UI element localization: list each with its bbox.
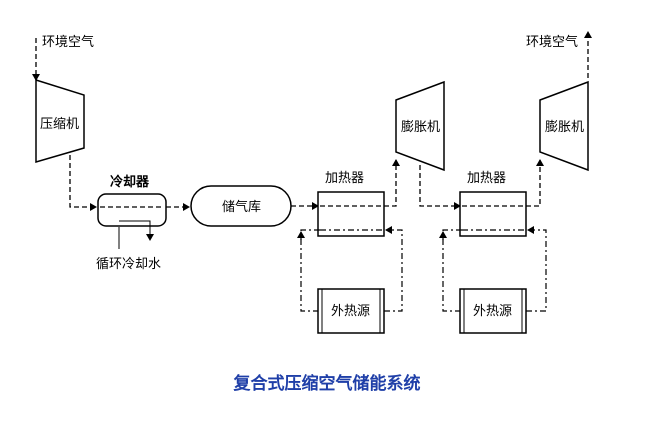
expander1-label: 膨胀机 (401, 120, 440, 135)
compressor-label: 压缩机 (40, 116, 79, 132)
expander2 (539, 80, 589, 172)
heat-source1-return-line (300, 229, 320, 312)
storage-label: 储气库 (222, 199, 261, 215)
diagram-title: 复合式压缩空气储能系统 (233, 373, 421, 394)
heat-source2-supply-line (526, 226, 547, 312)
expander1-to-heater2-line (419, 165, 461, 210)
ambient-air-out-label: 环境空气 (526, 34, 578, 50)
heater1 (317, 191, 385, 237)
heat-source1 (317, 288, 385, 334)
heater2-label: 加热器 (467, 171, 506, 186)
heat-source2-return-line (442, 229, 462, 312)
expander2-label: 膨胀机 (545, 120, 584, 135)
heater1-label: 加热器 (325, 171, 364, 186)
heater2 (459, 191, 527, 237)
heat-source1-supply-line (384, 226, 403, 312)
compressor (35, 78, 85, 163)
expander1 (395, 80, 445, 172)
ambient-air-in-label: 环境空气 (42, 34, 94, 50)
compressor-to-cooler-line (69, 155, 97, 211)
cooler (97, 193, 167, 227)
heater2-to-expander2-line (526, 159, 544, 207)
heat-source2 (459, 288, 527, 334)
heat-source2-label: 外热源 (473, 304, 512, 319)
heat-source1-label: 外热源 (331, 304, 370, 319)
heater1-to-expander1-line (384, 159, 400, 207)
cooling-water-loop (118, 220, 150, 249)
cooler-label: 冷却器 (110, 174, 150, 190)
cooling-water-label: 循环冷却水 (96, 257, 161, 272)
